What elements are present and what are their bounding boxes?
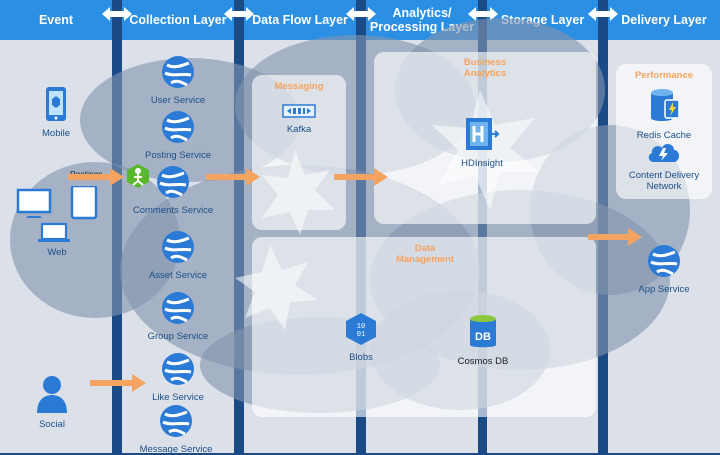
performance-panel [616,64,712,199]
column-header-collection: Collection Layer [122,0,234,40]
comments-service-node: Comments Service [130,165,216,216]
cosmos-label: Cosmos DB [457,356,509,367]
web-service-icon [162,353,194,385]
app-service-node: App Service [630,244,698,295]
column-header-event: Event [0,0,112,40]
user-icon [37,376,67,413]
header-double-arrow-icon [346,7,376,21]
svg-text:10: 10 [357,323,365,331]
kafka-node: Kafka [264,104,334,135]
web-devices-icon [16,184,98,242]
like-service-node: Like Service [136,352,220,403]
api-management-icon [127,164,149,188]
kafka-label: Kafka [286,124,312,135]
hdinsight-node: HDInsight [448,116,516,169]
cosmos-db-icon: DB [470,315,496,348]
asset-service-node: Asset Service [136,230,220,281]
kafka-icon [282,104,316,118]
cdn-label: Content Delivery Network [628,170,700,192]
redis-node: Redis Cache [624,88,704,141]
blobs-label: Blobs [349,352,373,363]
header-double-arrow-icon [102,7,132,21]
web-service-icon [162,231,194,263]
flow-arrow-icon [68,168,124,186]
comments-service-label: Comments Service [132,205,214,216]
performance-title: Performance [634,70,694,81]
svg-text:DB: DB [475,331,491,343]
data-management-title: Data Management [395,243,455,265]
user-service-label: User Service [150,95,206,106]
redis-cache-icon [651,89,680,121]
posting-service-label: Posting Service [144,150,211,161]
group-service-node: Group Service [136,291,220,342]
app-service-icon [648,245,680,277]
column-header-analytics: Analytics/ Processing Layer [366,0,478,40]
social-node: Social [20,375,84,430]
web-service-icon [157,166,189,198]
web-service-icon [160,405,192,437]
column-header-storage: Storage Layer [487,0,598,40]
like-service-label: Like Service [152,392,204,403]
web-service-icon [162,56,194,88]
message-service-label: Message Service [139,444,213,455]
message-service-node: Message Service [133,404,219,455]
header-double-arrow-icon [588,7,618,21]
business-analytics-title: Business Analytics [463,57,507,79]
cdn-node: Content Delivery Network [618,140,710,192]
group-service-label: Group Service [147,331,209,342]
app-service-label: App Service [638,284,690,295]
user-service-node: User Service [136,55,220,106]
header-double-arrow-icon [224,7,254,21]
redis-label: Redis Cache [636,130,692,141]
messaging-panel [252,75,346,230]
flow-arrow-icon [334,168,388,186]
mobile-label: Mobile [42,128,70,139]
header-double-arrow-icon [468,7,498,21]
column-header-dataflow: Data Flow Layer [244,0,356,40]
hdinsight-label: HDInsight [461,158,503,169]
flow-arrow-icon [588,228,642,246]
flow-arrow-icon [206,168,260,186]
flow-arrow-icon [90,374,146,392]
asset-service-label: Asset Service [148,270,208,281]
social-label: Social [39,419,65,430]
hdinsight-icon [466,118,500,150]
cdn-cloud-icon [648,144,680,162]
data-management-panel [252,237,596,417]
cosmos-node: DB Cosmos DB [448,314,518,367]
svg-text:01: 01 [357,331,365,339]
web-service-icon [162,292,194,324]
mobile-icon [46,87,66,121]
web-label: Web [47,247,67,258]
web-node: Web [14,184,100,258]
web-service-icon [162,111,194,143]
posting-service-node: Posting Service [136,110,220,161]
mobile-node: Mobile [20,86,92,139]
messaging-title: Messaging [274,81,324,92]
column-header-delivery: Delivery Layer [608,0,720,40]
